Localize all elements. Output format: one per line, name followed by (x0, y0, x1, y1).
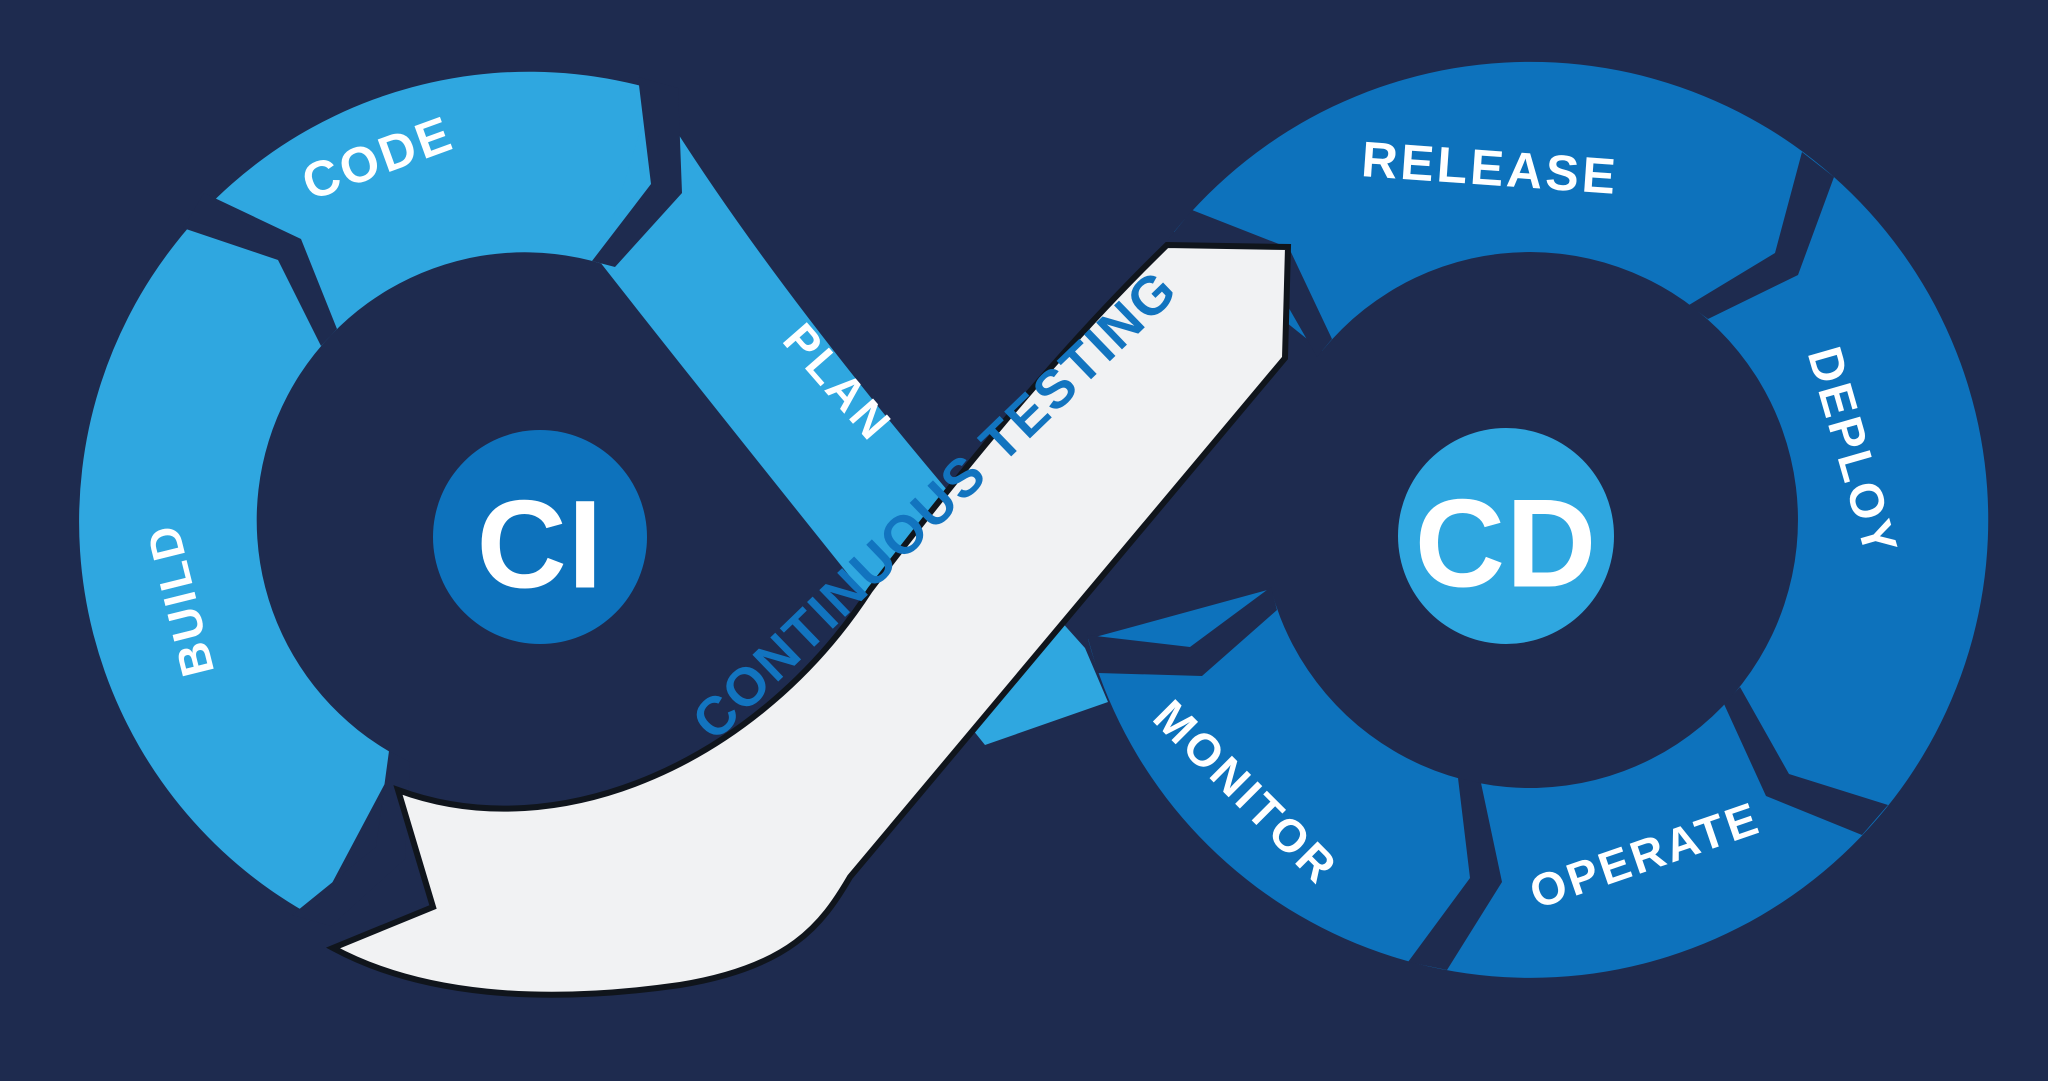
ci-badge-circle (433, 430, 647, 644)
ci-badge-label: CI (477, 476, 604, 615)
continuous-testing-ribbon (325, 241, 1292, 998)
gap-monitor-tail-chevron (1087, 587, 1277, 676)
gap-operate-monitor-chevron (1408, 778, 1502, 970)
cd-badge-circle (1398, 428, 1614, 644)
gap-release-deploy-chevron (1689, 152, 1834, 319)
gap-build-tail-chevron (292, 751, 410, 926)
gap-build-code-chevron (183, 193, 337, 346)
gap-code-plan-chevron (592, 77, 682, 267)
cd-badge-label: CD (1415, 475, 1598, 614)
gap-deploy-operate-chevron (1724, 687, 1888, 835)
left-loop-arc (79, 71, 657, 918)
